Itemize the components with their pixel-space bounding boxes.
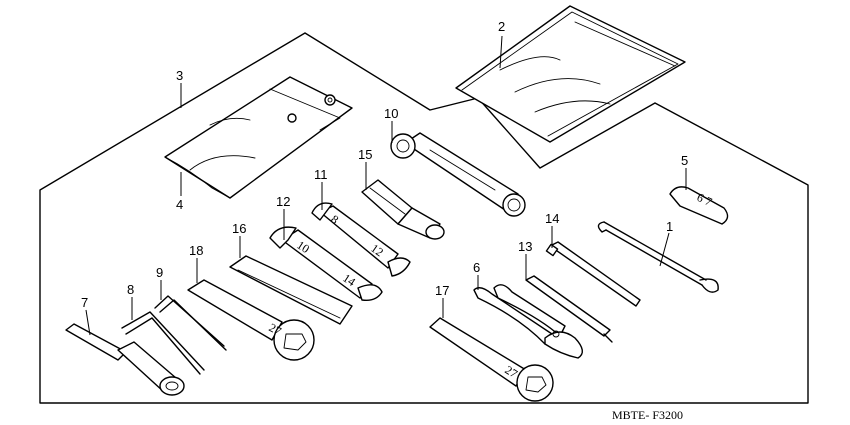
box-wrench-27: 27 [187, 279, 315, 361]
tool-pouch-clear [455, 5, 686, 143]
flat-handle [229, 255, 353, 325]
small-flat-wrench: 6 7 [669, 186, 729, 225]
callout-6: 6 [473, 260, 480, 275]
callout-9: 9 [156, 265, 163, 280]
callout-8: 8 [127, 282, 134, 297]
open-end-wrench-10x14: 10 14 [269, 226, 383, 302]
hex-key-small [154, 295, 227, 351]
pliers [473, 284, 583, 359]
hex-key-large [121, 311, 205, 375]
callout-17: 17 [435, 283, 449, 298]
screwdriver-13 [525, 275, 613, 343]
spark-plug-wrench [65, 323, 185, 396]
callout-7: 7 [81, 295, 88, 310]
callout-13: 13 [518, 239, 532, 254]
callout-16: 16 [232, 221, 246, 236]
callout-14: 14 [545, 211, 559, 226]
open-end-wrench-8x12: 8 12 [311, 202, 411, 277]
callout-4: 4 [176, 197, 183, 212]
callout-11: 11 [314, 167, 328, 182]
callout-18: 18 [189, 243, 203, 258]
box-wrench-17: 27 [429, 317, 554, 402]
ring-wrench-offset [390, 132, 526, 217]
callout-labels: 1 2 3 4 5 6 7 8 9 10 11 12 13 14 15 16 1… [81, 19, 688, 310]
leader-lines [85, 35, 687, 336]
callout-2: 2 [498, 19, 505, 34]
callout-10: 10 [384, 106, 398, 121]
wrench-size-label: 6 7 [695, 190, 715, 209]
screwdriver-14 [545, 241, 641, 307]
figure-code: MBTE- F3200 [612, 408, 683, 422]
callout-1: 1 [666, 219, 673, 234]
looped-pin-tool [597, 221, 719, 293]
callout-5: 5 [681, 153, 688, 168]
tool-bag [164, 76, 353, 199]
callout-3: 3 [176, 68, 183, 83]
wrench-size-label: 27 [267, 320, 284, 338]
callout-15: 15 [358, 147, 372, 162]
callout-12: 12 [276, 194, 290, 209]
socket-driver [361, 179, 445, 240]
tray-outline [39, 32, 809, 404]
